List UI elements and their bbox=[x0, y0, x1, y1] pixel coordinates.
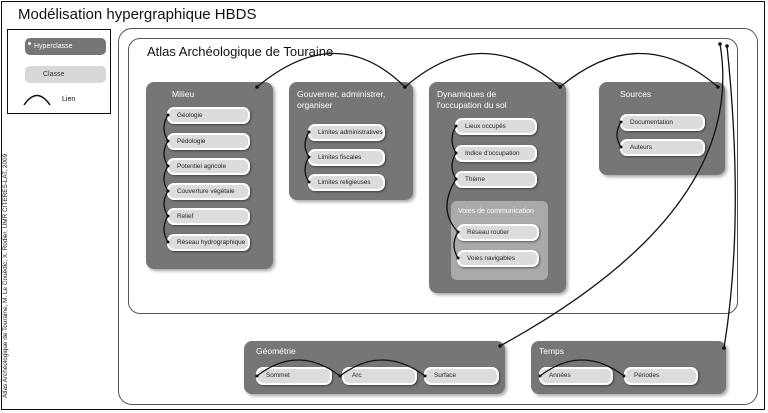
class-indice-occupation: Indice d'occupation bbox=[455, 145, 537, 162]
class-limites-religieuses: Limites religieuses bbox=[308, 174, 385, 191]
legend-hyperclass-dot bbox=[28, 42, 31, 45]
sources-title: Sources bbox=[620, 89, 652, 99]
legend: Hyperclasse Classe Lien bbox=[7, 29, 111, 114]
legend-class-swatch: Classe bbox=[25, 66, 106, 83]
class-limites-administratives: Limites administratives bbox=[308, 124, 385, 141]
legend-hyperclass-label: Hyperclasse bbox=[34, 43, 73, 50]
class-geologie: Géologie bbox=[167, 107, 250, 124]
credit-text: Atlas Archéologique de Touraine, M. Le C… bbox=[2, 153, 9, 398]
gouverner-title: Gouverner, administrer, organiser bbox=[297, 89, 386, 110]
legend-link-label: Lien bbox=[62, 96, 76, 103]
class-annees: Années bbox=[539, 367, 613, 385]
class-limites-fiscales: Limites fiscales bbox=[308, 149, 385, 166]
dynamiques-title: Dynamiques de l'occupation du sol bbox=[437, 89, 507, 110]
class-couverture-vegetale: Couverture végétale bbox=[167, 183, 250, 200]
class-auteurs: Auteurs bbox=[620, 139, 705, 156]
temps-title: Temps bbox=[539, 346, 565, 356]
atlas-title: Atlas Archéologique de Touraine bbox=[147, 44, 334, 59]
class-pedologie: Pédologie bbox=[167, 133, 250, 150]
class-periodes: Périodes bbox=[624, 367, 698, 385]
class-potentiel-agricole: Potentiel agricole bbox=[167, 158, 250, 175]
class-sommet: Sommet bbox=[256, 367, 332, 385]
class-voies-navigables: Voies navigables bbox=[457, 250, 539, 267]
diagram-title: Modélisation hypergraphique HBDS bbox=[18, 6, 257, 23]
legend-link-symbol bbox=[23, 94, 51, 106]
legend-class-label: Classe bbox=[43, 71, 65, 78]
milieu-title: Milieu bbox=[172, 89, 195, 99]
class-documentation: Documentation bbox=[620, 114, 705, 131]
voies-title: Voies de communication bbox=[458, 208, 534, 215]
class-arc: Arc bbox=[342, 367, 417, 385]
class-theme: Thème bbox=[455, 171, 537, 188]
class-surface: Surface bbox=[424, 367, 499, 385]
geometrie-title: Géométrie bbox=[256, 346, 296, 356]
class-lieux-occupes: Lieux occupés bbox=[455, 118, 537, 135]
class-relief: Relief bbox=[167, 208, 250, 225]
class-reseau-hydrographique: Réseau hydrographique bbox=[167, 234, 250, 251]
class-reseau-routier: Réseau routier bbox=[457, 224, 539, 241]
legend-hyperclass-swatch: Hyperclasse bbox=[25, 38, 106, 55]
